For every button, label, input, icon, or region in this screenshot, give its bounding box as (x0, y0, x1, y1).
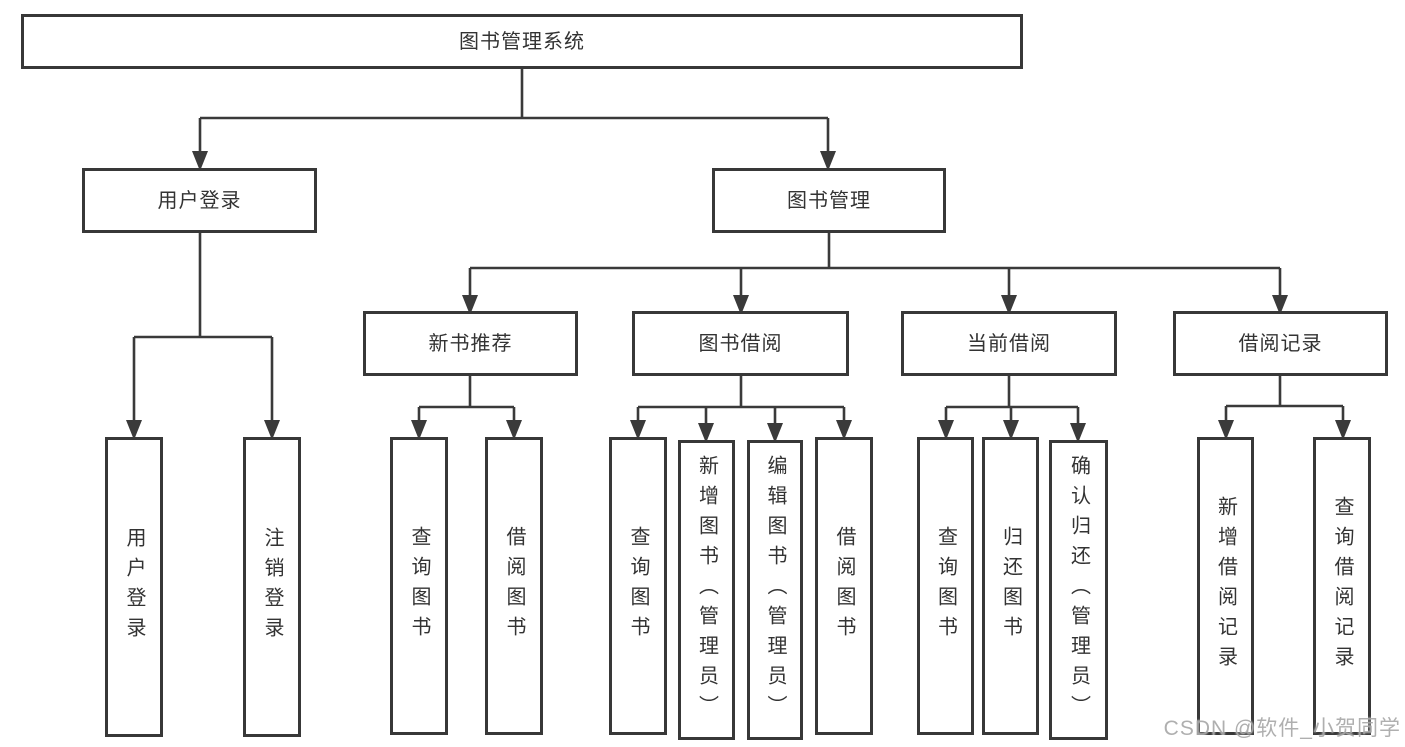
arrowhead-borrowing-records (1272, 295, 1288, 315)
arrowhead-book-management (820, 151, 836, 171)
arrowhead-borrow-books-1 (506, 420, 522, 440)
watermark: CSDN @软件_小贺同学 (1163, 717, 1401, 740)
node-book-management: 图书管理 (712, 168, 946, 233)
arrowhead-borrow-books-2 (836, 420, 852, 440)
connector-recommend-to-leaves (417, 374, 516, 422)
arrowhead-query-books-2 (630, 420, 646, 440)
leaf-add-books-admin: 新增图书（管理员） (678, 440, 735, 740)
connector-current-to-leaves (944, 374, 1080, 425)
arrowhead-book-borrowing (733, 295, 749, 315)
leaf-confirm-return-admin: 确认归还（管理员） (1049, 440, 1108, 740)
arrowhead-user-login-leaf (126, 420, 142, 440)
connector-borrowing-to-leaves (636, 374, 846, 425)
arrowhead-current-borrowing (1001, 295, 1017, 315)
leaf-query-books-current: 查询图书 (917, 437, 974, 735)
arrowhead-query-borrow-record (1335, 420, 1351, 440)
leaf-borrow-books-recommend: 借阅图书 (485, 437, 543, 735)
arrowhead-new-book-recommendation (462, 295, 478, 315)
arrowhead-return-books (1003, 420, 1019, 440)
connector-userlogin-to-leaves (132, 232, 274, 422)
leaf-user-login: 用户登录 (105, 437, 163, 737)
node-new-book-recommendation: 新书推荐 (363, 311, 578, 376)
leaf-return-books: 归还图书 (982, 437, 1039, 735)
arrowhead-query-books-3 (938, 420, 954, 440)
leaf-borrow-books-borrowing: 借阅图书 (815, 437, 873, 735)
arrowhead-query-books-1 (411, 420, 427, 440)
leaf-query-books-recommend: 查询图书 (390, 437, 448, 735)
connector-records-to-leaves (1224, 374, 1345, 422)
arrowhead-logout-leaf (264, 420, 280, 440)
node-borrowing-records: 借阅记录 (1173, 311, 1388, 376)
node-user-login: 用户登录 (82, 168, 317, 233)
connector-bookmgmt-to-level3 (468, 232, 1282, 296)
arrowhead-confirm-return (1070, 423, 1086, 443)
node-root: 图书管理系统 (21, 14, 1023, 69)
arrowhead-add-books (698, 423, 714, 443)
leaf-edit-books-admin: 编辑图书（管理员） (747, 440, 803, 740)
arrowhead-add-borrow-record (1218, 420, 1234, 440)
leaf-query-borrow-record: 查询借阅记录 (1313, 437, 1371, 735)
leaf-logout: 注销登录 (243, 437, 301, 737)
leaf-query-books-borrowing: 查询图书 (609, 437, 667, 735)
arrowhead-user-login (192, 151, 208, 171)
node-current-borrowing: 当前借阅 (901, 311, 1117, 376)
node-book-borrowing: 图书借阅 (632, 311, 849, 376)
leaf-add-borrow-record: 新增借阅记录 (1197, 437, 1254, 735)
arrowhead-edit-books (767, 423, 783, 443)
connector-root-to-level2 (198, 66, 830, 152)
